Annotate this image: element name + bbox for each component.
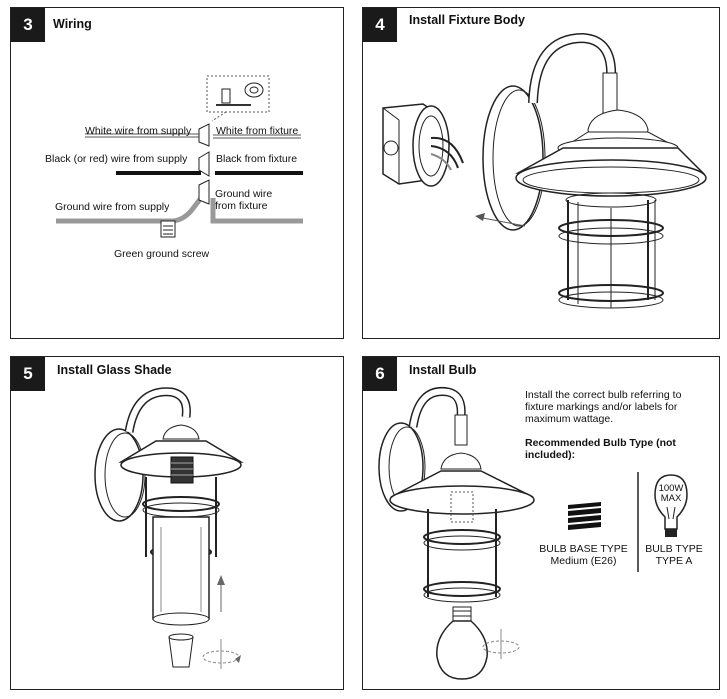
- panel-install-bulb: 6 Install Bulb: [362, 356, 720, 690]
- step-number: 3: [11, 8, 45, 42]
- panel-install-fixture: 4 Install Fixture Body: [362, 7, 720, 339]
- white-supply-label: White wire from supply: [85, 125, 192, 137]
- panel-title: Install Glass Shade: [57, 363, 172, 377]
- bulb-instruction-text: Install the correct bulb referring to fi…: [525, 389, 682, 425]
- step-number: 4: [363, 8, 397, 42]
- ground-supply-label: Ground wire from supply: [55, 201, 170, 213]
- bulb-type-label-2: TYPE A: [655, 555, 693, 567]
- recommended-bulb-heading: Recommended Bulb Type (not included):: [525, 437, 676, 461]
- ground-fixture-label-1: Ground wire: [215, 188, 273, 200]
- wattage-label-2: MAX: [660, 493, 682, 504]
- panel-install-glass: 5 Install Glass Shade: [10, 356, 344, 690]
- fixture-body-illustration: [382, 32, 707, 309]
- panel-title: Install Bulb: [409, 363, 477, 377]
- base-type-label-2: Medium (E26): [550, 555, 617, 567]
- green-screw-label: Green ground screw: [114, 248, 210, 260]
- wiring-diagram: [56, 75, 303, 238]
- bulb-illustration: [378, 386, 688, 680]
- step-number: 5: [11, 357, 45, 391]
- white-fixture-label: White from fixture: [216, 125, 299, 137]
- panel-title: Wiring: [53, 17, 92, 31]
- bulb-type-label-1: BULB TYPE: [645, 543, 703, 555]
- black-fixture-label: Black from fixture: [216, 153, 298, 165]
- panel-title: Install Fixture Body: [409, 13, 525, 27]
- base-type-label-1: BULB BASE TYPE: [539, 543, 628, 555]
- step-number: 6: [363, 357, 397, 391]
- panel-wiring: 3 Wiring White wire from supply White fr…: [10, 7, 344, 339]
- wattage-label-1: 100W: [658, 483, 684, 494]
- ground-fixture-label-2: from fixture: [215, 200, 268, 212]
- black-supply-label: Black (or red) wire from supply: [45, 153, 188, 165]
- glass-shade-illustration: [94, 387, 244, 669]
